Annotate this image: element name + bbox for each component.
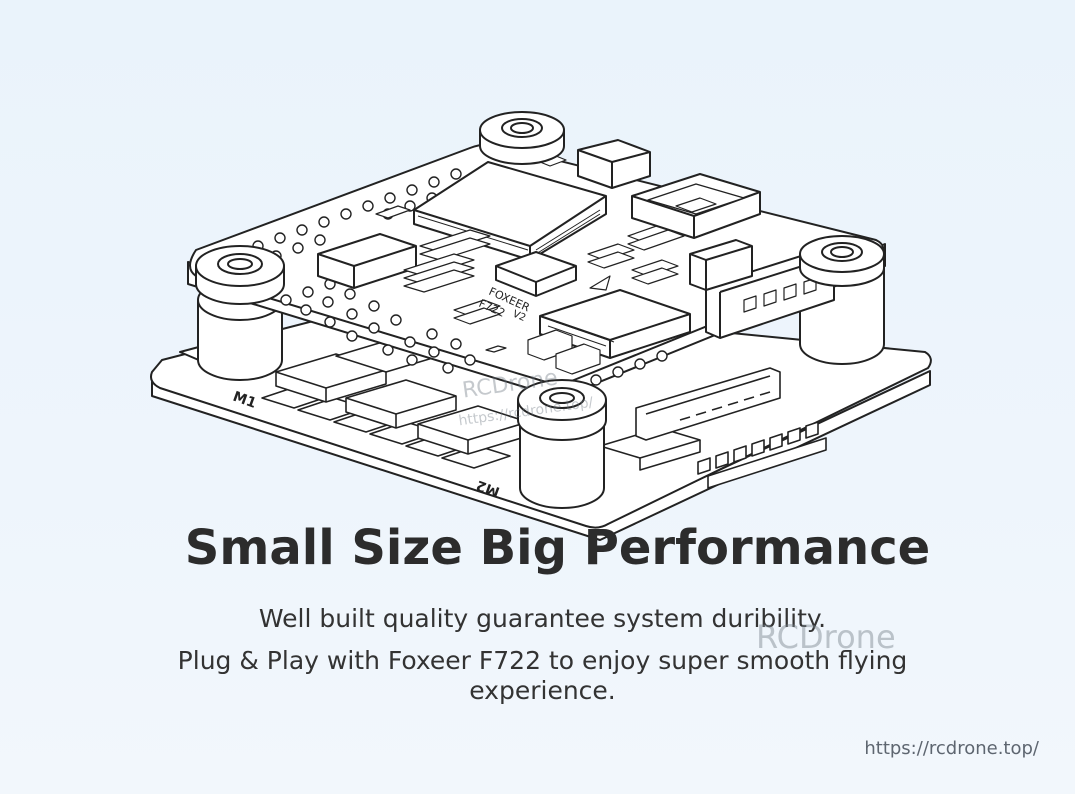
subtitle-line-2: Plug & Play with Foxeer F722 to enjoy su… xyxy=(177,646,908,675)
page-title: Small Size Big Performance xyxy=(184,520,931,576)
watermark-brand: RCDrone xyxy=(756,618,896,656)
standoff-front-left-nut xyxy=(195,245,285,305)
svg-text:M1: M1 xyxy=(231,389,259,412)
svg-text:V2: V2 xyxy=(511,309,528,324)
svg-text:M2: M2 xyxy=(474,476,502,499)
fc-board: FOXEER F722 V2 xyxy=(187,139,886,399)
subtitle-line-3: experience. xyxy=(469,676,616,705)
watermark-url: https://rcdrone.top/ xyxy=(864,738,1039,759)
standoff-front-nut xyxy=(517,379,607,441)
subtitle-line-1: Well built quality guarantee system duri… xyxy=(258,604,827,633)
standoff-back-nut xyxy=(479,111,565,165)
standoff-right-nut xyxy=(799,235,885,287)
standoff-front xyxy=(519,419,605,509)
